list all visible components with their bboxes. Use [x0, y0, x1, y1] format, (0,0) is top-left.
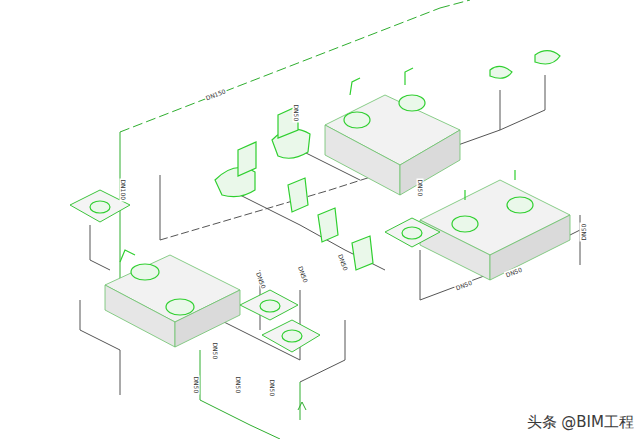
pipe-label: DN50 [417, 179, 424, 198]
pipe-label: DN50 [580, 223, 587, 242]
pipe-label: DN50 [269, 379, 276, 398]
pipe-label: DN150 [204, 87, 228, 102]
pipe-label: DN50 [255, 270, 268, 290]
pipe-label: DN50 [235, 376, 242, 395]
pipe-label: DN100 [120, 179, 127, 202]
pipe-label: DN50 [454, 279, 474, 292]
pipe-label: DN50 [337, 252, 350, 272]
pipe-label: DN50 [212, 342, 219, 361]
watermark: 头条 @BIM工程 [527, 413, 634, 432]
pipe-label: DN50 [293, 104, 300, 123]
pipe-label: DN50 [193, 376, 200, 395]
pipe-label: DN50 [297, 264, 310, 284]
